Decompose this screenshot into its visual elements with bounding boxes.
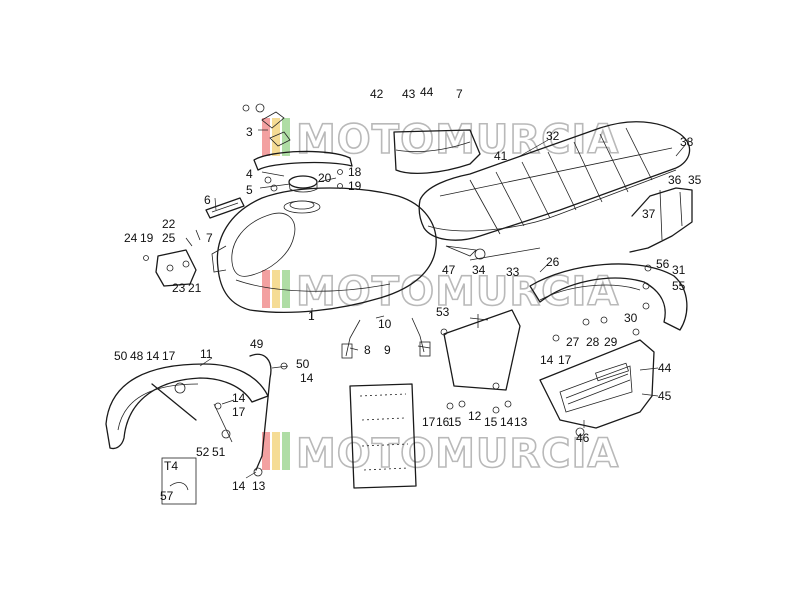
callout-label: 10 <box>378 317 392 331</box>
callout-label: 50 <box>296 357 310 371</box>
callout-label: 14 <box>232 391 246 405</box>
callout-label: 17 <box>232 405 246 419</box>
watermark-top: MOTOMURCIA <box>262 116 619 164</box>
callout-label: 43 <box>402 87 416 101</box>
callout-label: 7 <box>206 231 213 245</box>
callout-label: 25 <box>162 231 176 245</box>
callout-label: 52 <box>196 445 210 459</box>
rear-mudguard <box>529 263 688 331</box>
callout-label: 12 <box>468 409 482 423</box>
callout-label: 17 <box>162 349 176 363</box>
grab-rail <box>629 187 693 253</box>
callout-labels: 42 43 44 7 3 4 5 20 18 19 6 22 24 19 25 … <box>114 85 702 503</box>
callout-label: 28 <box>586 335 600 349</box>
callout-label: 15 <box>448 415 462 429</box>
callout-label: 14 <box>146 349 160 363</box>
leader-lines <box>199 129 687 479</box>
callout-label: 31 <box>672 263 686 277</box>
callout-label: 33 <box>506 265 520 279</box>
tank-top-cover <box>242 103 353 171</box>
seat-strap <box>445 245 541 261</box>
callout-label: 48 <box>130 349 144 363</box>
callout-label: 3 <box>246 125 253 139</box>
front-mudguard <box>105 363 269 450</box>
side-cover <box>539 339 655 437</box>
watermark-text-bottom: MOTOMURCIA <box>296 431 619 477</box>
watermark-text-middle: MOTOMURCIA <box>296 269 619 315</box>
callout-label: 36 <box>668 173 682 187</box>
callout-label: 34 <box>472 263 486 277</box>
inset-box-label: T4 <box>164 459 178 473</box>
callout-label: 47 <box>442 263 456 277</box>
callout-label: 14 <box>500 415 514 429</box>
callout-label: 49 <box>250 337 264 351</box>
callout-label: 42 <box>370 87 384 101</box>
mudguard-stays <box>151 353 272 477</box>
callout-label: 20 <box>318 171 332 185</box>
callout-label: 13 <box>252 479 266 493</box>
callout-label: 38 <box>680 135 694 149</box>
callout-label: 41 <box>494 149 508 163</box>
seat-side-trim <box>393 129 481 174</box>
tank-knee-pad <box>205 197 245 219</box>
callout-label: 6 <box>204 193 211 207</box>
callout-label: 15 <box>484 415 498 429</box>
callout-label: 1 <box>308 309 315 323</box>
callout-label: 14 <box>232 479 246 493</box>
watermark-bottom: MOTOMURCIA <box>262 430 619 478</box>
callout-label: 23 <box>172 281 186 295</box>
callout-label: 24 <box>124 231 138 245</box>
watermark-text-top: MOTOMURCIA <box>296 117 619 163</box>
callout-label: 13 <box>514 415 528 429</box>
callout-label: 29 <box>604 335 618 349</box>
callout-label: 35 <box>688 173 702 187</box>
callout-label: 19 <box>140 231 154 245</box>
inset-detail-box: T4 <box>161 457 197 505</box>
callout-label: 19 <box>348 179 362 193</box>
seat <box>418 121 691 241</box>
callout-label: 26 <box>546 255 560 269</box>
callout-label: 44 <box>420 85 434 99</box>
callout-label: 32 <box>546 129 560 143</box>
callout-label: 45 <box>658 389 672 403</box>
watermark-middle: MOTOMURCIA <box>262 268 619 316</box>
tank-mount-bracket <box>143 229 201 287</box>
fuel-taps <box>341 317 431 359</box>
callout-label: 5 <box>246 183 253 197</box>
callout-label: 55 <box>672 279 686 293</box>
callout-label: 30 <box>624 311 638 325</box>
callout-label: 14 <box>540 353 554 367</box>
callout-label: 14 <box>300 371 314 385</box>
callout-label: 8 <box>364 343 371 357</box>
frame-pad <box>349 383 417 489</box>
callout-label: 51 <box>212 445 226 459</box>
callout-label: 56 <box>656 257 670 271</box>
callout-label: 27 <box>566 335 580 349</box>
callout-label: 37 <box>642 207 656 221</box>
callout-label: 22 <box>162 217 176 231</box>
callout-label: 9 <box>384 343 391 357</box>
callout-label: 46 <box>576 431 590 445</box>
callout-label: 57 <box>160 489 174 503</box>
tank-cap <box>288 175 318 193</box>
callout-label: 18 <box>348 165 362 179</box>
callout-label: 7 <box>456 87 463 101</box>
callout-label: 50 <box>114 349 128 363</box>
callout-label: 17 <box>558 353 572 367</box>
callout-label: 4 <box>246 167 253 181</box>
callout-label: 44 <box>658 361 672 375</box>
plate-bracket <box>443 309 521 391</box>
callout-label: 16 <box>436 415 450 429</box>
callout-label: 17 <box>422 415 436 429</box>
fasteners <box>214 169 650 414</box>
fuel-tank <box>211 187 437 313</box>
callout-label: 21 <box>188 281 202 295</box>
callout-label: 11 <box>200 347 213 361</box>
callout-label: 53 <box>436 305 450 319</box>
